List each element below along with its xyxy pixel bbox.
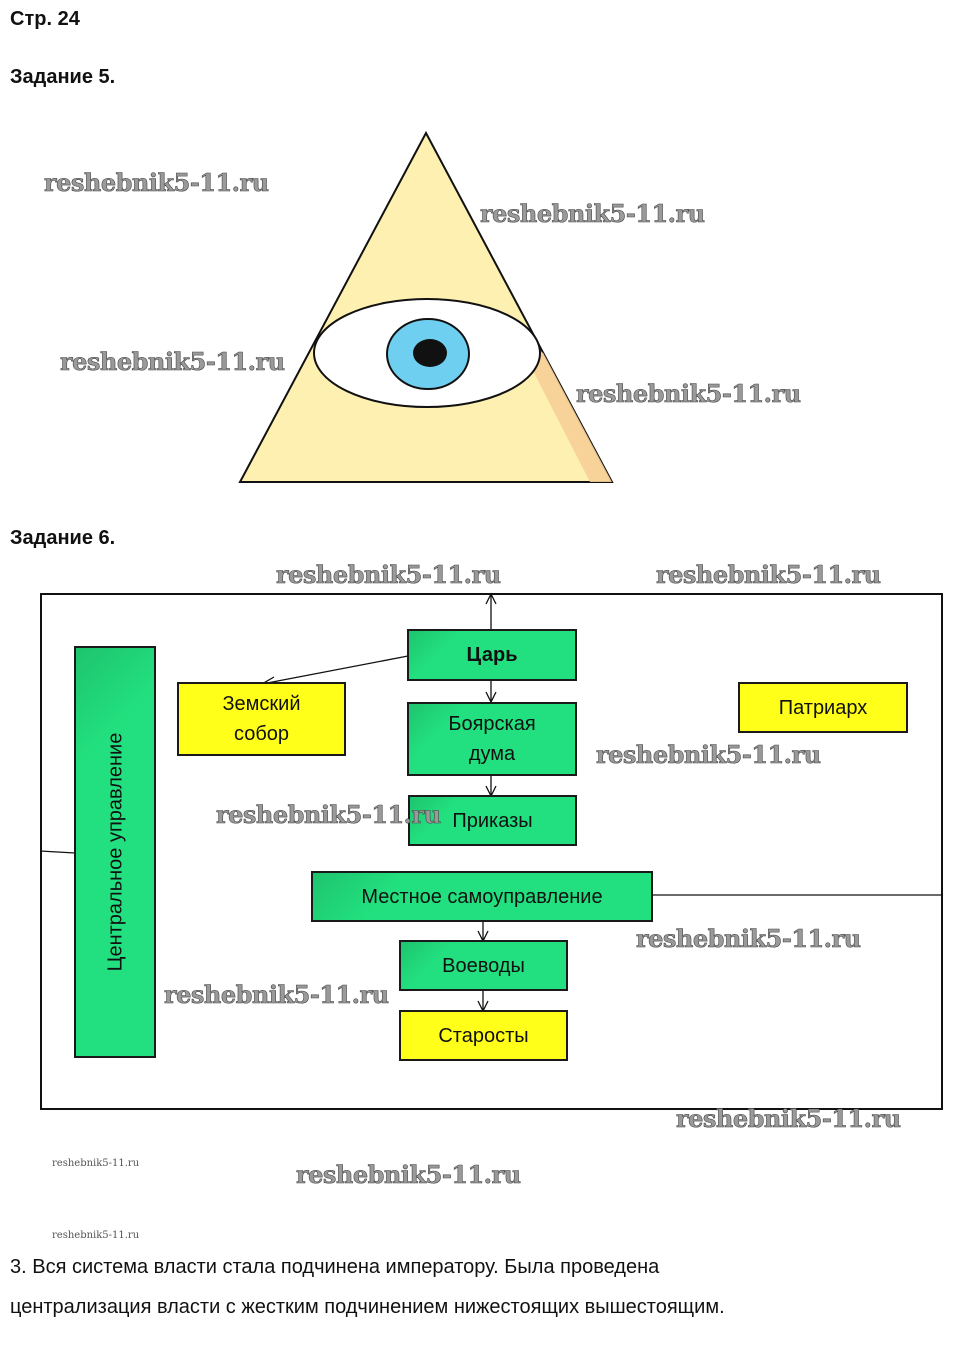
patriarch-box: Патриарх (738, 682, 908, 733)
page-label: Стр. 24 (10, 8, 80, 30)
tsar-box: Царь (407, 629, 577, 681)
watermark-small: reshebnik5-11.ru (52, 1230, 140, 1241)
watermark: reshebnik5-11.ru (216, 800, 442, 830)
prikazy-box: Приказы (408, 795, 577, 846)
starosty-box: Старосты (399, 1010, 568, 1061)
watermark: reshebnik5-11.ru (596, 740, 822, 770)
answer-line-2: централизация власти с жестким подчинени… (10, 1296, 725, 1318)
watermark: reshebnik5-11.ru (636, 924, 862, 954)
voevody-box: Воеводы (399, 940, 568, 991)
eye-pupil (413, 339, 447, 367)
central-admin-label: Центральное управление (104, 732, 126, 972)
pyramid-shadow (530, 335, 612, 482)
pyramid-eye-figure (238, 130, 614, 483)
watermark: reshebnik5-11.ru (44, 168, 270, 198)
watermark: reshebnik5-11.ru (576, 379, 802, 409)
central-admin-box: Центральное управление (74, 646, 156, 1058)
watermark: reshebnik5-11.ru (164, 980, 390, 1010)
task5-heading: Задание 5. (10, 66, 116, 88)
watermark: reshebnik5-11.ru (676, 1104, 902, 1134)
zemsky-sobor-box: Земский собор (177, 682, 346, 756)
watermark: reshebnik5-11.ru (296, 1160, 522, 1190)
watermark: reshebnik5-11.ru (60, 347, 286, 377)
local-govt-box: Местное самоуправление (311, 871, 653, 922)
watermark: reshebnik5-11.ru (480, 199, 706, 229)
answer-line-1: 3. Вся система власти стала подчинена им… (10, 1256, 660, 1278)
watermark: reshebnik5-11.ru (276, 560, 502, 590)
watermark: reshebnik5-11.ru (656, 560, 882, 590)
task6-heading: Задание 6. (10, 527, 116, 549)
watermark-small: reshebnik5-11.ru (52, 1158, 140, 1169)
boyar-duma-box: Боярская дума (407, 702, 577, 776)
